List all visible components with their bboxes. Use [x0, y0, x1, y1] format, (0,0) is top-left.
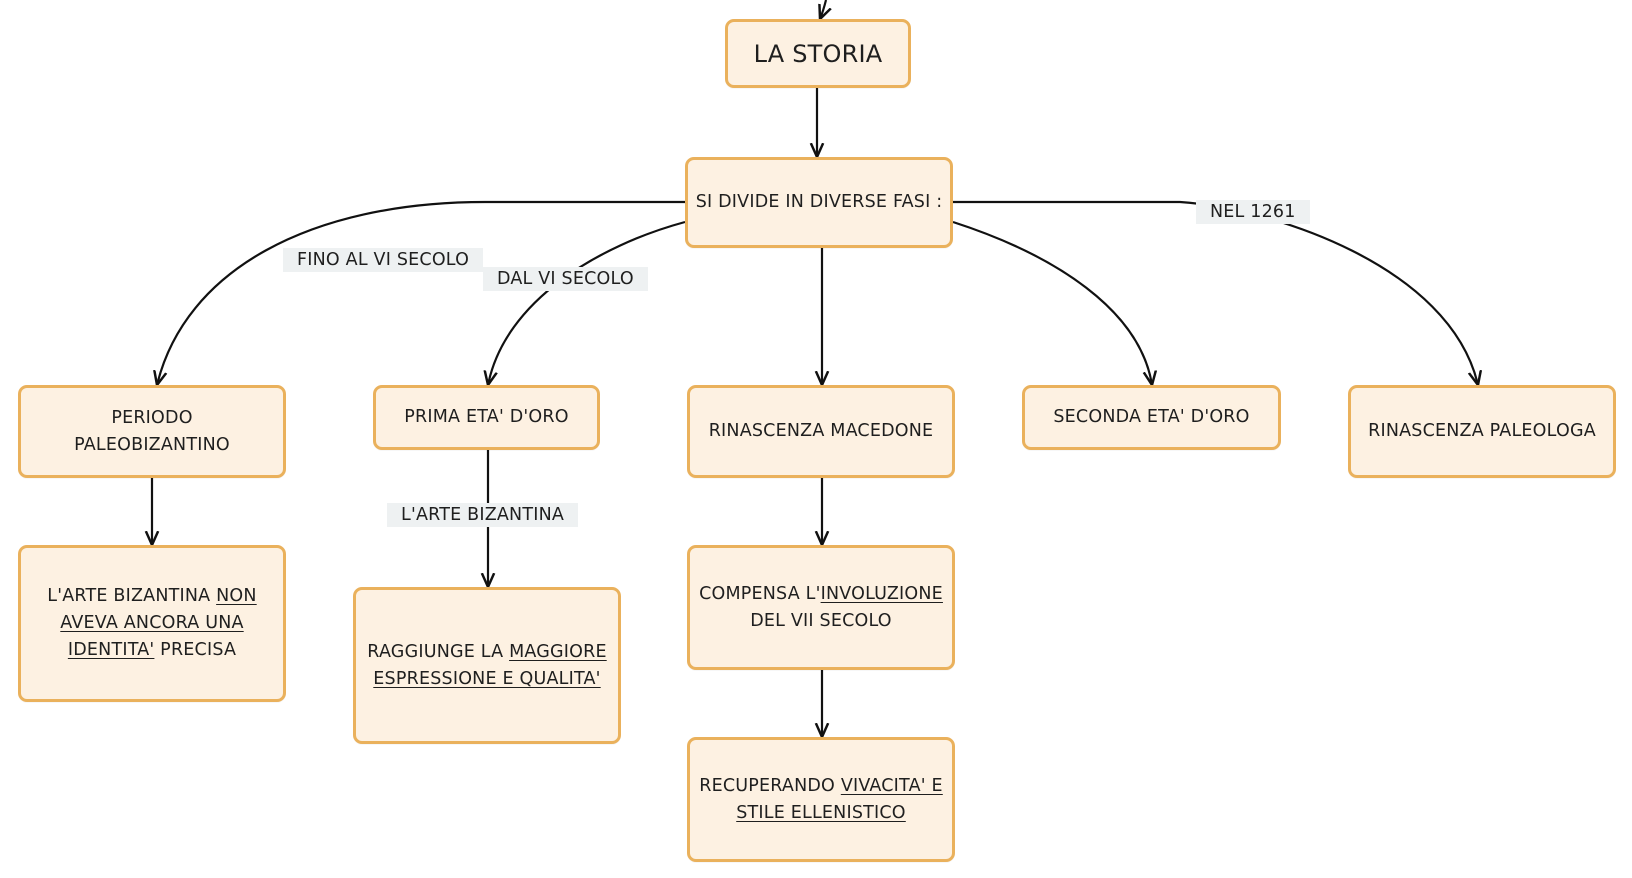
node-la-storia-text: LA STORIA: [754, 39, 883, 69]
underlined-text-segment: VIVACITA' E STILE ELLENISTICO: [736, 775, 943, 823]
text-segment: COMPENSA L': [699, 583, 821, 604]
edge-label-fino-al-vi-secolo: FINO AL VI SECOLO: [283, 248, 484, 272]
node-si-divide-text: SI DIVIDE IN DIVERSE FASI :: [696, 189, 943, 216]
node-seconda-eta-text: SECONDA ETA' D'ORO: [1053, 404, 1249, 431]
edge-label-arte-bizantina: L'ARTE BIZANTINA: [387, 503, 579, 527]
node-espressione-text: RAGGIUNGE LA MAGGIORE ESPRESSIONE E QUAL…: [362, 639, 612, 693]
node-rinascenza-macedone[interactable]: RINASCENZA MACEDONE: [687, 385, 955, 478]
text-segment: PRIMA ETA' D'ORO: [404, 407, 569, 427]
node-rinascenza-paleologa[interactable]: RINASCENZA PALEOLOGA: [1348, 385, 1616, 478]
node-involuzione-text: COMPENSA L'INVOLUZIONE DEL VII SECOLO: [696, 581, 946, 635]
text-segment: RECUPERANDO: [699, 775, 841, 796]
edge-fasi-seconda-eta: [952, 220, 1152, 385]
text-segment: LA STORIA: [753, 39, 883, 68]
underlined-text-segment: INVOLUZIONE: [820, 583, 943, 604]
text-segment: SI DIVIDE IN DIVERSE FASI :: [695, 192, 943, 212]
node-prima-eta-d-oro[interactable]: PRIMA ETA' D'ORO: [373, 385, 600, 450]
node-rinascenza-macedone-text: RINASCENZA MACEDONE: [709, 418, 934, 445]
text-segment: RINASCENZA PALEOLOGA: [1368, 421, 1596, 441]
node-la-storia[interactable]: LA STORIA: [725, 19, 911, 88]
edge-incoming-storia: [820, 0, 826, 19]
text-segment: PRECISA: [154, 640, 237, 660]
text-segment: L'ARTE BIZANTINA: [47, 586, 217, 606]
text-segment: RINASCENZA MACEDONE: [708, 421, 934, 441]
edge-fasi-paleobizantino: [157, 200, 685, 385]
node-prima-eta-text: PRIMA ETA' D'ORO: [404, 404, 568, 431]
edge-fasi-rinascenza-paleologa: [953, 200, 1478, 385]
node-rinascenza-paleologa-text: RINASCENZA PALEOLOGA: [1368, 418, 1596, 445]
edge-fasi-prima-eta: [488, 220, 686, 385]
node-periodo-paleobizantino[interactable]: PERIODO PALEOBIZANTINO: [18, 385, 286, 478]
node-si-divide-in-diverse-fasi[interactable]: SI DIVIDE IN DIVERSE FASI :: [685, 157, 953, 248]
text-segment: PERIODO PALEOBIZANTINO: [74, 407, 230, 455]
edge-label-nel-1261: NEL 1261: [1196, 200, 1310, 224]
underlined-text-segment: MAGGIORE ESPRESSIONE E QUALITA': [373, 641, 607, 689]
edge-label-dal-vi-secolo: DAL VI SECOLO: [483, 267, 648, 291]
node-vivacita-stile-ellenistico[interactable]: RECUPERANDO VIVACITA' E STILE ELLENISTIC…: [687, 737, 955, 862]
text-segment: SECONDA ETA' D'ORO: [1053, 407, 1250, 427]
node-maggiore-espressione[interactable]: RAGGIUNGE LA MAGGIORE ESPRESSIONE E QUAL…: [353, 587, 621, 744]
text-segment: RAGGIUNGE LA: [367, 641, 510, 662]
text-segment: DEL VII SECOLO: [750, 610, 892, 631]
node-periodo-paleobizantino-text: PERIODO PALEOBIZANTINO: [47, 405, 257, 459]
underlined-text-segment: NON AVEVA ANCORA UNA IDENTITA': [60, 586, 257, 660]
node-seconda-eta-d-oro[interactable]: SECONDA ETA' D'ORO: [1022, 385, 1281, 450]
node-compensa-involuzione[interactable]: COMPENSA L'INVOLUZIONE DEL VII SECOLO: [687, 545, 955, 670]
node-identita-precisa[interactable]: L'ARTE BIZANTINA NON AVEVA ANCORA UNA ID…: [18, 545, 286, 702]
node-identita-text: L'ARTE BIZANTINA NON AVEVA ANCORA UNA ID…: [40, 583, 265, 664]
node-vivacita-text: RECUPERANDO VIVACITA' E STILE ELLENISTIC…: [696, 773, 946, 827]
